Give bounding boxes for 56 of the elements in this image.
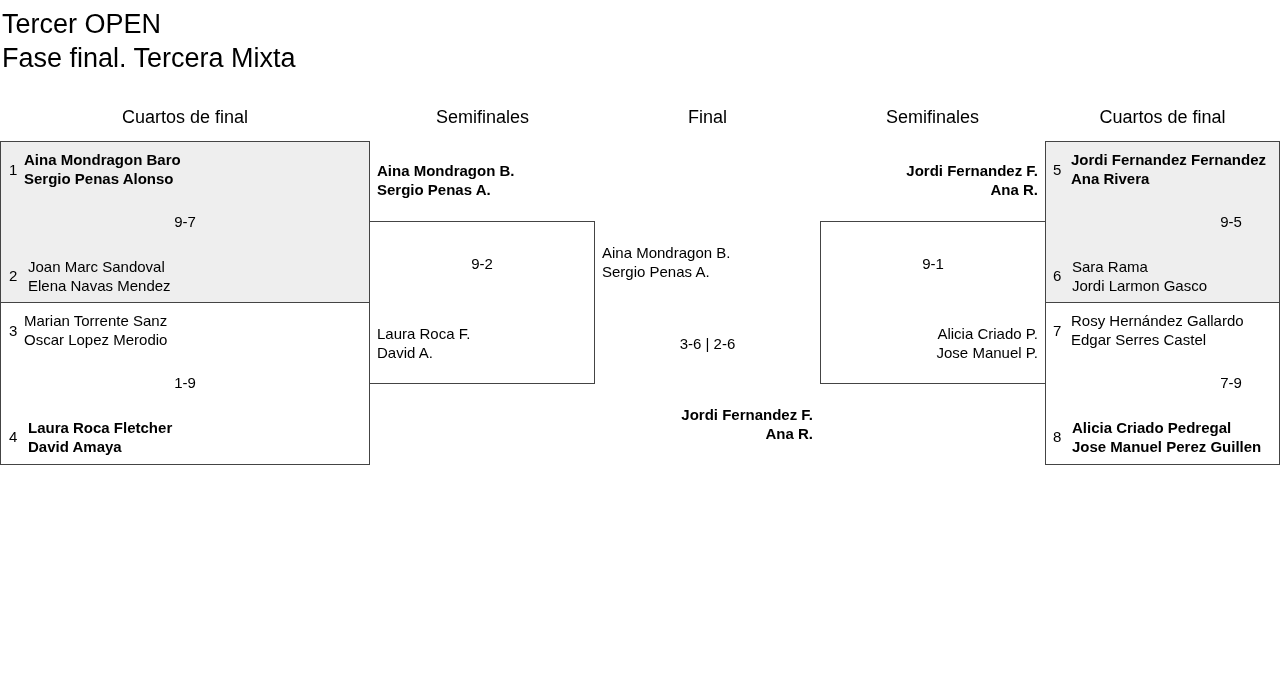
player-name: Laura Roca Fletcher [28,418,173,437]
player-name: Sergio Penas Alonso [24,169,174,188]
player-name: David A. [377,343,433,362]
player-name: Aina Mondragon B. [602,243,731,262]
seed-number: 3 [9,321,18,340]
match-box [0,141,370,303]
player-name: Edgar Serres Castel [1071,330,1207,349]
match-score: 3-6 | 2-6 [678,334,737,353]
match-score: 1-9 [173,373,197,392]
round-heading: Semifinales [884,108,980,127]
player-name: Sara Rama [1072,257,1148,276]
seed-number: 4 [9,427,18,446]
match-score: 9-2 [470,254,494,273]
player-name: David Amaya [28,437,122,456]
player-name: Jordi Fernandez Fernandez [1071,150,1267,169]
seed-number: 8 [1053,427,1062,446]
player-name: Alicia Criado Pedregal [1072,418,1232,437]
match-box [1045,302,1280,465]
seed-number: 2 [9,266,18,285]
player-name: Laura Roca F. [377,324,471,343]
match-box [820,221,1046,384]
player-name: Jordi Fernandez F. [681,405,813,424]
match-box [369,221,595,384]
player-name: Marian Torrente Sanz [24,311,168,330]
match-box [0,302,370,465]
seed-number: 5 [1053,160,1062,179]
match-score: 9-1 [921,254,945,273]
player-name: Ana R. [990,180,1038,199]
player-name: Ana Rivera [1071,169,1150,188]
seed-number: 1 [9,160,18,179]
match-score: 9-7 [173,212,197,231]
title: Tercer OPEN [2,8,162,41]
round-heading: Cuartos de final [1098,108,1227,127]
match-score: 9-5 [1219,212,1243,231]
player-name: Ana R. [765,424,813,443]
match-score: 7-9 [1219,373,1243,392]
player-name: Aina Mondragon Baro [24,150,181,169]
player-name: Sergio Penas A. [377,180,491,199]
round-heading: Semifinales [434,108,530,127]
player-name: Rosy Hernández Gallardo [1071,311,1244,330]
player-name: Jordi Fernandez F. [906,161,1038,180]
round-heading: Final [687,108,728,127]
seed-number: 6 [1053,266,1062,285]
player-name: Sergio Penas A. [602,262,710,281]
player-name: Jose Manuel P. [936,343,1038,362]
player-name: Elena Navas Mendez [28,276,171,295]
seed-number: 7 [1053,321,1062,340]
player-name: Jordi Larmon Gasco [1072,276,1208,295]
player-name: Oscar Lopez Merodio [24,330,168,349]
subtitle: Fase final. Tercera Mixta [2,42,296,75]
match-box [1045,141,1280,303]
player-name: Joan Marc Sandoval [28,257,165,276]
player-name: Jose Manuel Perez Guillen [1072,437,1262,456]
round-heading: Cuartos de final [120,108,250,127]
player-name: Alicia Criado P. [937,324,1038,343]
player-name: Aina Mondragon B. [377,161,515,180]
